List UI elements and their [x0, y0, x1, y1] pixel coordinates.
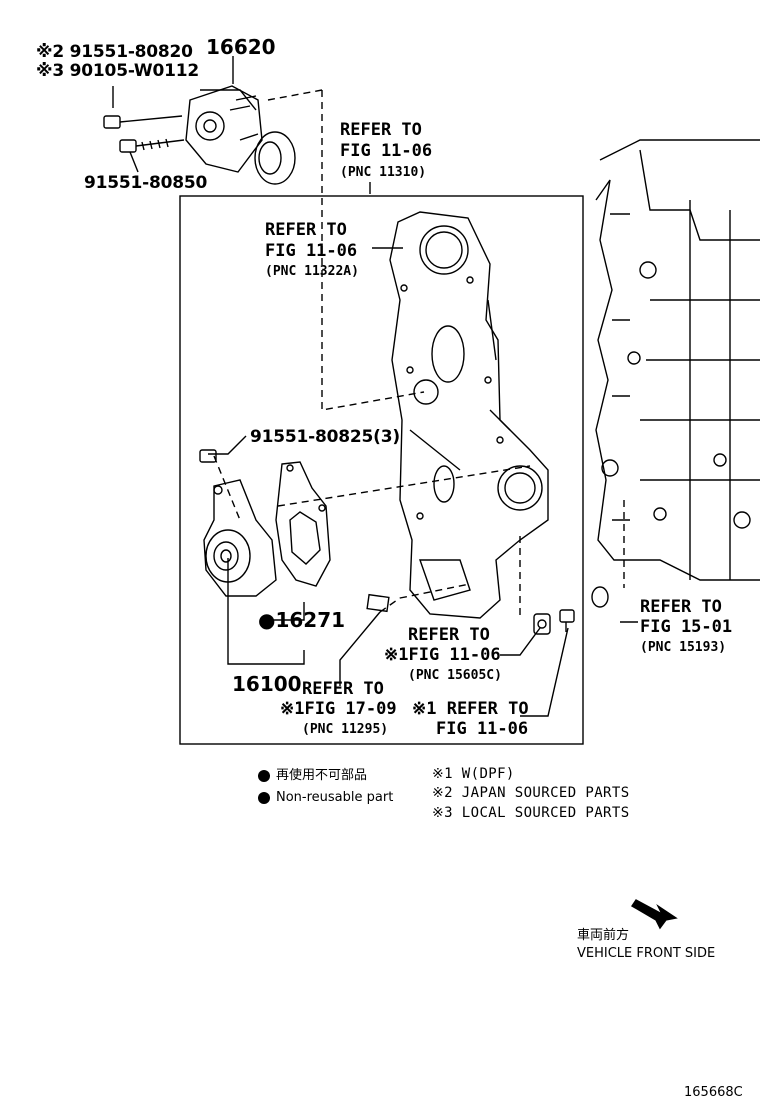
seal-11295-drawing	[366, 593, 390, 613]
refer-15193-line2: FIG 15-01	[640, 617, 733, 637]
refer-15605c-line2: ※1FIG 11-06	[384, 645, 501, 665]
sensor-15605c-drawing	[533, 613, 551, 635]
illustration-id: 165668C	[684, 1085, 743, 1100]
water-pump-drawing	[203, 479, 277, 597]
bolt-91551-80850-drawing	[119, 138, 185, 173]
legend-bullet-en	[258, 792, 270, 804]
refer-11295-line1: REFER TO	[302, 679, 384, 699]
belt-tensioner-drawing	[185, 85, 296, 185]
vehicle-front-jp: 車両前方	[577, 928, 630, 943]
part-16100-label: 16100	[232, 672, 302, 696]
o-ring-15193-drawing	[591, 586, 609, 608]
refer-15605c-pnc: (PNC 15605C)	[408, 668, 502, 683]
water-pump-gasket-drawing	[275, 461, 331, 587]
bolt-91551-80825-drawing	[199, 449, 217, 463]
legend-bullet-jp	[258, 770, 270, 782]
assembly-frame	[179, 195, 584, 745]
refer-11310-line2: FIG 11-06	[340, 141, 433, 161]
vehicle-front-en: VEHICLE FRONT SIDE	[577, 946, 716, 961]
part-90105-w0112-label: ※3 90105-W0112	[36, 61, 199, 81]
refer-11322a-line2: FIG 11-06	[265, 241, 358, 261]
timing-chain-cover-drawing	[389, 211, 549, 619]
part-91551-80820-label: ※2 91551-80820	[36, 42, 193, 62]
part-91551-80850-label: 91551-80850	[84, 173, 208, 193]
engine-block-drawing	[595, 139, 760, 581]
refer-11310-pnc: (PNC 11310)	[340, 165, 427, 180]
legend-note-3: ※3 LOCAL SOURCED PARTS	[432, 805, 630, 821]
refer-bolt-line2: FIG 11-06	[436, 719, 529, 739]
refer-bolt-line1: ※1 REFER TO	[412, 699, 529, 719]
refer-11295-line2: ※1FIG 17-09	[280, 699, 397, 719]
refer-11310-line1: REFER TO	[340, 120, 422, 140]
bolt-91551-80820-drawing	[103, 86, 183, 129]
legend-note-2: ※2 JAPAN SOURCED PARTS	[432, 785, 630, 801]
legend-nonreusable-jp: 再使用不可部品	[276, 768, 368, 783]
refer-11295-pnc: (PNC 11295)	[302, 722, 389, 737]
part-91551-80825-label: 91551-80825(3)	[250, 427, 400, 447]
refer-11322a-pnc: (PNC 11322A)	[265, 264, 359, 279]
refer-15605c-line1: REFER TO	[408, 625, 490, 645]
legend-note-1: ※1 W(DPF)	[432, 766, 515, 782]
part-16620-label: 16620	[206, 35, 276, 59]
bolt-right-drawing	[559, 609, 575, 632]
vehicle-front-arrow	[631, 899, 678, 930]
refer-15193-pnc: (PNC 15193)	[640, 640, 727, 655]
refer-15193-line1: REFER TO	[640, 597, 722, 617]
legend-nonreusable-en: Non-reusable part	[276, 790, 394, 805]
part-16271-label: ●16271	[258, 608, 346, 632]
refer-11322a-line1: REFER TO	[265, 220, 347, 240]
